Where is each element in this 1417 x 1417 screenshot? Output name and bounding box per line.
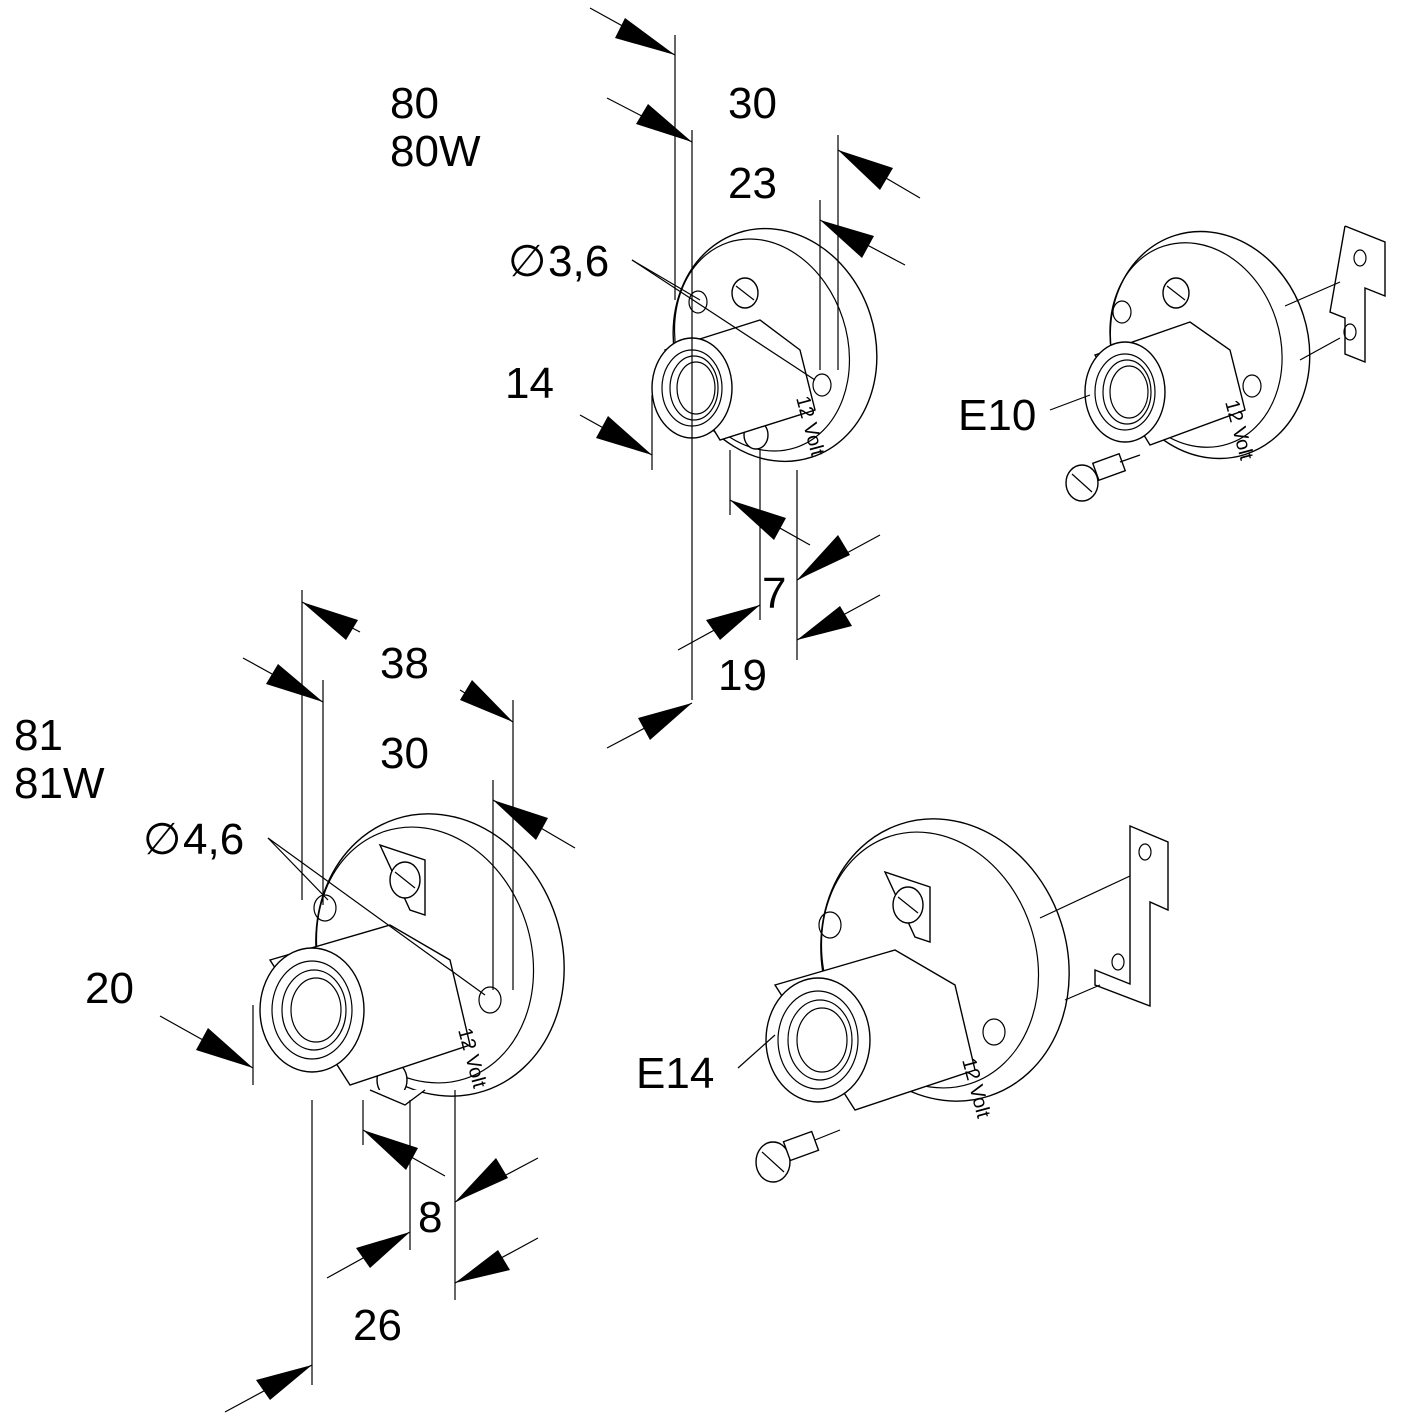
model-80w-label: 80W	[390, 127, 481, 176]
thread-e10-label: E10	[958, 391, 1036, 440]
dim-8-bottom: 8	[418, 1193, 442, 1242]
model-81w-label: 81W	[14, 759, 105, 808]
dim-30-top: 30	[728, 79, 777, 128]
model-81-label: 81	[14, 711, 63, 760]
dim-23-top: 23	[728, 159, 777, 208]
holder-80-exploded: 12 Volt E10	[958, 225, 1386, 502]
holder-81-dimensioned: 12 Volt	[14, 590, 576, 1413]
dim-hole-top: 3,6	[548, 237, 609, 286]
dim-20-bottom: 20	[85, 964, 134, 1013]
dim-14-top: 14	[505, 359, 554, 408]
dim-26-bottom: 26	[353, 1301, 402, 1350]
diameter-symbol-bottom: ∅	[143, 815, 181, 864]
dim-7-top: 7	[762, 569, 786, 618]
model-80-label: 80	[390, 79, 439, 128]
dim-hole-bottom: 4,6	[183, 815, 244, 864]
dim-38-bottom: 38	[380, 639, 429, 688]
dim-30-bottom: 30	[380, 729, 429, 778]
dim-19-top: 19	[718, 651, 767, 700]
thread-e14-label: E14	[636, 1049, 714, 1098]
diameter-symbol-top: ∅	[508, 237, 546, 286]
holder-80-dimensioned: 12 Volt	[390, 7, 921, 749]
holder-81-exploded: 12 Volt E14	[636, 818, 1169, 1183]
